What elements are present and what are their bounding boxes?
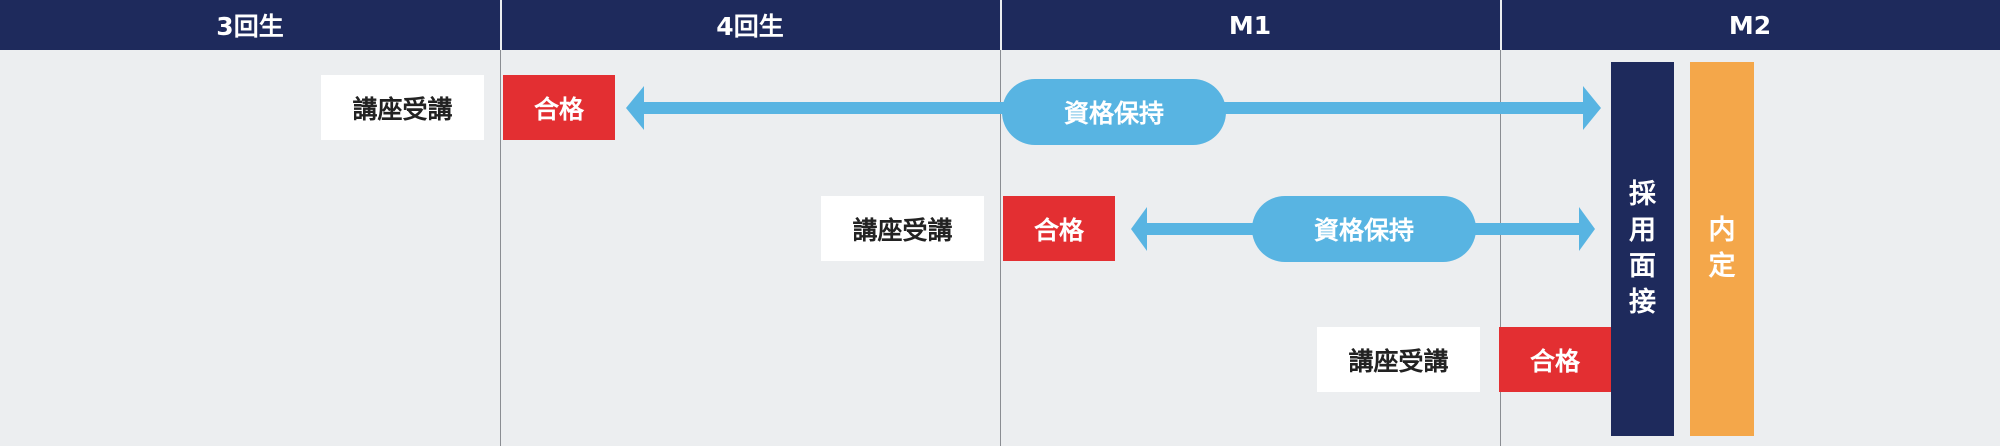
qualification-hold-pill: 資格保持 xyxy=(1002,79,1226,145)
timeline-header: 3回生 4回生 M1 M2 xyxy=(0,0,2000,50)
qualification-hold-pill: 資格保持 xyxy=(1252,196,1476,262)
period-divider-line xyxy=(500,50,501,446)
course-attendance-box: 講座受講 xyxy=(321,75,484,140)
job-offer-label: 内定 xyxy=(1708,215,1736,282)
pass-box: 合格 xyxy=(1003,196,1115,261)
pass-box: 合格 xyxy=(1499,327,1611,392)
job-interview-label: 採用面接 xyxy=(1629,179,1656,318)
period-divider-line xyxy=(1000,50,1001,446)
header-divider xyxy=(1500,0,1502,50)
pass-box: 合格 xyxy=(503,75,615,140)
job-offer-bar: 内定 xyxy=(1690,62,1754,436)
course-attendance-box: 講座受講 xyxy=(1317,327,1480,392)
period-3rd-year: 3回生 xyxy=(216,12,284,41)
header-divider xyxy=(1000,0,1002,50)
job-interview-bar: 採用面接 xyxy=(1611,62,1674,436)
period-4th-year: 4回生 xyxy=(716,12,784,41)
period-m2: M2 xyxy=(1728,10,1772,40)
period-m1: M1 xyxy=(1228,10,1272,40)
header-divider xyxy=(500,0,502,50)
course-attendance-box: 講座受講 xyxy=(821,196,984,261)
period-divider-line xyxy=(1500,50,1501,446)
